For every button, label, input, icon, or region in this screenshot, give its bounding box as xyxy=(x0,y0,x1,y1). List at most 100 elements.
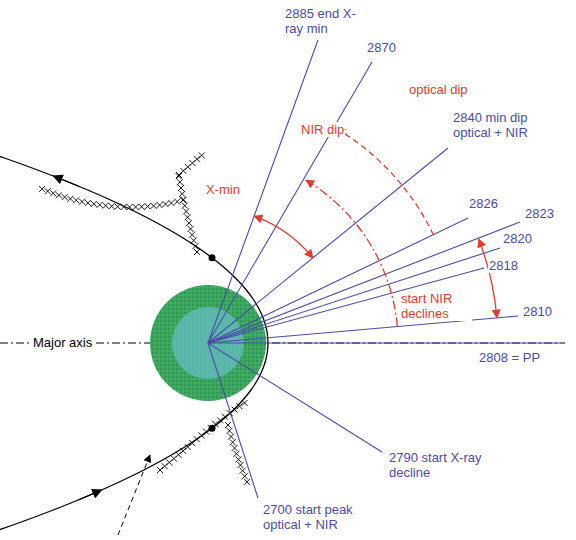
shock-hatch xyxy=(133,204,139,210)
shock-hatch xyxy=(139,204,145,210)
phase-label: 2818 xyxy=(488,258,519,273)
shock-hatch xyxy=(176,173,182,179)
shock-hatch xyxy=(109,203,115,209)
phase-label: 2826 xyxy=(468,196,499,211)
shock-hatch xyxy=(180,197,186,203)
interval-label: NIR dip xyxy=(300,122,345,137)
phase-ray xyxy=(208,248,500,343)
shock-hatch xyxy=(212,421,218,427)
shock-cone xyxy=(228,425,247,482)
phase-interval-arc xyxy=(254,216,313,258)
shock-hatch xyxy=(185,444,191,450)
shock-hatch xyxy=(157,467,163,473)
shock-hatch xyxy=(182,203,188,209)
shock-hatch xyxy=(183,208,189,214)
shock-hatch xyxy=(45,188,51,194)
shock-hatch xyxy=(168,200,174,206)
shock-hatch xyxy=(62,194,68,200)
interval-label: X-min xyxy=(205,182,241,197)
shock-hatch xyxy=(192,243,198,249)
axis-label: Major axis xyxy=(32,335,93,350)
phase-label: 2820 xyxy=(502,231,533,246)
shock-hatch xyxy=(194,249,200,255)
phase-label: 2810 xyxy=(522,304,553,319)
shock-hatch xyxy=(178,185,184,191)
phase-label: 2808 = PP xyxy=(478,350,541,365)
shock-hatch xyxy=(227,410,233,416)
companion-star xyxy=(209,254,216,261)
shock-cone xyxy=(179,152,206,175)
shock-hatch xyxy=(242,473,248,479)
orbit-direction-arrow xyxy=(53,176,78,186)
shock-hatch xyxy=(203,429,209,435)
shock-hatch xyxy=(208,425,214,431)
shock-hatch xyxy=(232,407,238,413)
shock-hatch xyxy=(198,432,204,438)
interval-label: optical dip xyxy=(408,82,469,97)
shock-hatch xyxy=(67,196,73,202)
shock-hatch xyxy=(188,226,194,232)
phase-interval-arc xyxy=(337,129,434,235)
shock-hatch xyxy=(121,204,127,210)
shock-hatch xyxy=(235,456,241,462)
shock-hatch xyxy=(237,403,243,409)
phase-ray xyxy=(208,343,382,452)
shock-hatch xyxy=(79,199,85,205)
shock-hatch xyxy=(185,214,191,220)
shock-hatch xyxy=(180,448,186,454)
shock-hatch xyxy=(189,232,195,238)
shock-hatch xyxy=(228,434,234,440)
shock-hatch xyxy=(186,220,192,226)
phase-label: 2790 start X-ray decline xyxy=(388,450,485,480)
phase-ray xyxy=(208,62,372,343)
shock-hatch xyxy=(127,204,133,210)
shock-hatch xyxy=(199,152,205,158)
shock-hatch xyxy=(73,197,79,203)
shock-hatch xyxy=(232,445,238,451)
shock-hatch xyxy=(230,439,236,445)
phase-label: 2823 xyxy=(524,206,555,221)
shock-hatch xyxy=(222,414,228,420)
shock-hatch xyxy=(194,156,200,162)
shock-hatch xyxy=(56,192,62,198)
shock-hatch xyxy=(217,417,223,423)
phase-label: 2840 min dip optical + NIR xyxy=(452,110,554,140)
shock-hatch xyxy=(162,463,168,469)
phase-label: 2885 end X-ray min xyxy=(284,6,358,36)
shock-hatch xyxy=(242,400,248,406)
shock-hatch xyxy=(166,459,172,465)
orbit-direction-arrow xyxy=(78,490,101,500)
phase-interval-arc xyxy=(479,239,497,318)
shock-hatch xyxy=(103,203,109,209)
shock-hatch xyxy=(162,201,168,207)
shock-cone xyxy=(160,402,246,470)
phase-ray xyxy=(208,342,560,343)
shock-hatch xyxy=(174,199,180,205)
shock-hatch xyxy=(176,452,182,458)
shock-hatch xyxy=(177,179,183,185)
line-of-sight-arrow xyxy=(118,455,150,535)
phase-ray xyxy=(208,268,484,343)
shock-hatch xyxy=(97,202,103,208)
shock-hatch xyxy=(227,428,233,434)
shock-hatch xyxy=(185,164,191,170)
orbit-path xyxy=(0,150,268,534)
interval-label: start NIR declines xyxy=(400,291,472,321)
shock-hatch xyxy=(145,203,151,209)
shock-hatch xyxy=(244,479,250,485)
shock-hatch xyxy=(151,203,157,209)
phase-label: 2870 xyxy=(366,40,397,55)
phase-label: 2700 start peak optical + NIR xyxy=(262,502,386,532)
shock-hatch xyxy=(39,186,45,192)
shock-hatch xyxy=(189,160,195,166)
shock-hatch xyxy=(91,201,97,207)
shock-hatch xyxy=(233,451,239,457)
shock-hatch xyxy=(115,204,121,210)
shock-hatch xyxy=(85,200,91,206)
shock-hatch xyxy=(189,440,195,446)
shock-hatch xyxy=(191,237,197,243)
shock-hatch xyxy=(225,422,231,428)
shock-hatch xyxy=(179,191,185,197)
shock-cone xyxy=(178,172,197,252)
phase-ray xyxy=(208,222,520,343)
